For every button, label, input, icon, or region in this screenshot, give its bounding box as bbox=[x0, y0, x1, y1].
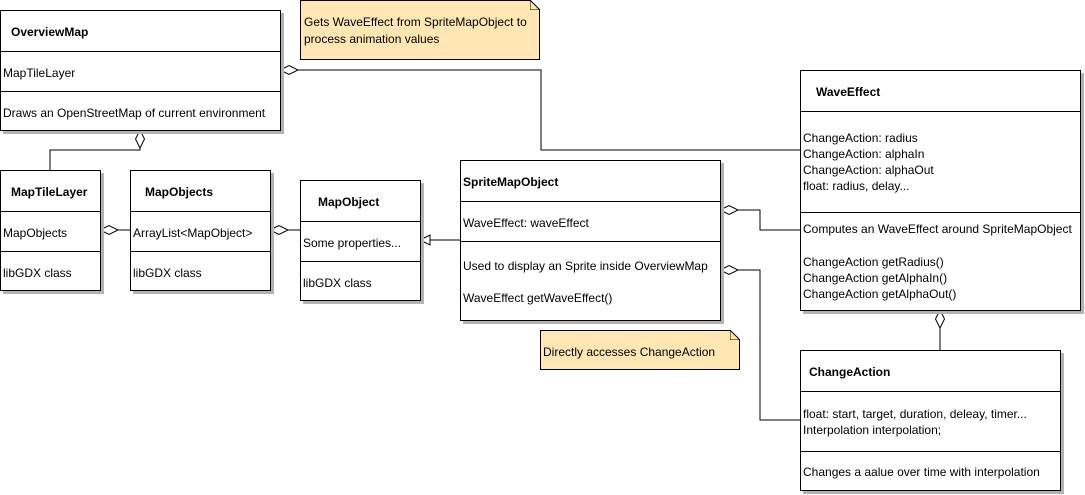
change-action-note: Directly accesses ChangeAction bbox=[540, 330, 740, 370]
class-method: libGDX class bbox=[3, 266, 72, 280]
class-attribute: float: radius, delay... bbox=[803, 179, 910, 193]
sprite-wave-connector bbox=[738, 209, 800, 231]
inheritance-arrow bbox=[418, 234, 431, 246]
class-attribute: ChangeAction: alphaIn bbox=[803, 147, 925, 161]
sprite-wave-diamond bbox=[718, 204, 740, 216]
sprite-change-connector bbox=[738, 269, 800, 421]
class-method: Draws an OpenStreetMap of current enviro… bbox=[3, 106, 266, 120]
class-name: MapObjects bbox=[145, 185, 214, 199]
class-attribute: MapObjects bbox=[3, 226, 68, 240]
class-attribute: ArrayList<MapObject> bbox=[133, 226, 253, 240]
class-method: WaveEffect getWaveEffect() bbox=[463, 291, 613, 305]
class-name: SpriteMapObject bbox=[463, 175, 559, 189]
class-map-tile-layer[interactable]: MapTileLayer MapObjects libGDX class bbox=[0, 170, 101, 291]
class-method: ChangeAction getAlphaIn() bbox=[803, 271, 948, 285]
wave-effect-note: Gets WaveEffect from SpriteMapObject to … bbox=[300, 0, 540, 60]
wave-note-line-2: process animation values bbox=[304, 32, 440, 46]
class-attribute: Some properties... bbox=[303, 236, 402, 250]
class-name: ChangeAction bbox=[809, 365, 891, 379]
class-name: OverviewMap bbox=[11, 25, 89, 39]
overview-tilelayer-connector bbox=[49, 148, 141, 171]
class-overview-map[interactable]: OverviewMap MapTileLayer Draws an OpenSt… bbox=[0, 10, 281, 131]
class-method: ChangeAction getAlphaOut() bbox=[803, 287, 957, 301]
class-wave-effect[interactable]: WaveEffect ChangeAction: radius ChangeAc… bbox=[800, 70, 1081, 311]
note-fold bbox=[530, 0, 540, 10]
class-attribute: float: start, target, duration, deleay, … bbox=[803, 407, 1027, 421]
sprite-change-diamond bbox=[718, 264, 740, 276]
class-name: WaveEffect bbox=[816, 85, 881, 99]
wave-change-diamond bbox=[934, 308, 946, 330]
class-method: Used to display an Sprite inside Overvie… bbox=[463, 259, 708, 273]
class-map-objects[interactable]: MapObjects ArrayList<MapObject> libGDX c… bbox=[130, 170, 271, 291]
note-fold bbox=[730, 330, 740, 340]
class-attribute: ChangeAction: radius bbox=[803, 131, 918, 145]
class-attribute: WaveEffect: waveEffect bbox=[463, 216, 589, 230]
class-method: Changes a aalue over time with interpola… bbox=[803, 465, 1040, 479]
class-name: MapTileLayer bbox=[11, 185, 88, 199]
overview-tilelayer-diamond bbox=[134, 128, 146, 150]
mapobjects-diamond bbox=[268, 224, 290, 236]
class-map-object[interactable]: MapObject Some properties... libGDX clas… bbox=[300, 180, 421, 301]
overview-diamond bbox=[278, 64, 300, 76]
class-method: libGDX class bbox=[303, 276, 372, 290]
class-change-action[interactable]: ChangeAction float: start, target, durat… bbox=[800, 350, 1061, 491]
tilelayer-diamond bbox=[98, 224, 120, 236]
class-method: libGDX class bbox=[133, 266, 202, 280]
class-attribute: MapTileLayer bbox=[3, 66, 76, 80]
overview-wave-connector bbox=[298, 69, 800, 151]
class-attribute: Interpolation interpolation; bbox=[803, 423, 942, 437]
class-method: ChangeAction getRadius() bbox=[803, 255, 944, 269]
class-name: MapObject bbox=[318, 195, 380, 209]
wave-note-line-1: Gets WaveEffect from SpriteMapObject to bbox=[304, 15, 527, 29]
class-sprite-map-object[interactable]: SpriteMapObject WaveEffect: waveEffect U… bbox=[460, 160, 721, 321]
class-attribute: ChangeAction: alphaOut bbox=[803, 163, 934, 177]
change-note-text: Directly accesses ChangeAction bbox=[543, 345, 716, 359]
class-method: Computes an WaveEffect around SpriteMapO… bbox=[803, 222, 1072, 236]
